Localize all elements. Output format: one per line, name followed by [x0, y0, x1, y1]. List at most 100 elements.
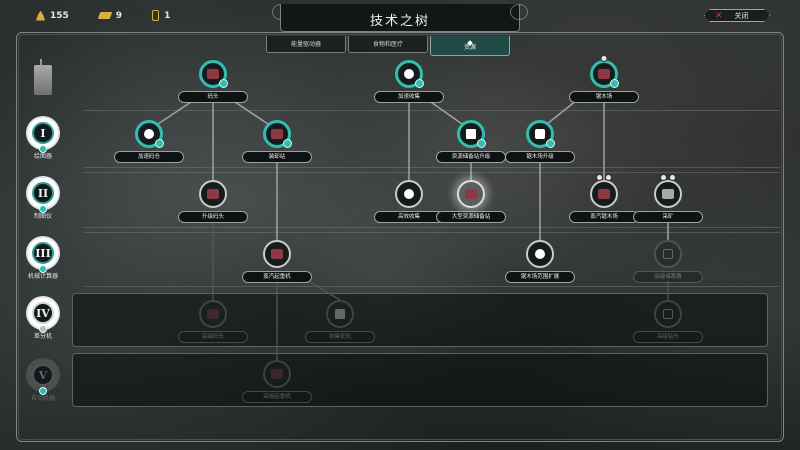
- node-label: 锯木场升级: [505, 151, 575, 163]
- row-divider: [84, 286, 780, 287]
- node-label: 高级钻头: [633, 331, 703, 343]
- dock-icon: [207, 309, 219, 319]
- tech-node-efficient-gathering[interactable]: 高效收集: [374, 180, 444, 223]
- core-count: 1: [164, 10, 171, 21]
- gold-ingot-icon: [97, 12, 113, 19]
- node-label: 资源储备站升级: [436, 151, 506, 163]
- tab-heat[interactable]: 能量驱动器: [266, 36, 346, 53]
- tech-node-large-storage[interactable]: 大型资源储备站: [436, 180, 506, 223]
- worker-icon: [669, 174, 676, 181]
- tier-2[interactable]: II 制图仪: [26, 178, 60, 220]
- tech-node-advanced-drill[interactable]: 高级钻头: [633, 300, 703, 343]
- resource-core: 1: [152, 10, 170, 21]
- gathering-gear-icon: [404, 69, 414, 79]
- plus-icon: [39, 325, 47, 333]
- tier-numeral: IV: [32, 302, 54, 324]
- gear-badge-icon: II: [28, 178, 58, 213]
- tier-label: 机械计算器: [27, 273, 58, 280]
- tier-label: 差分机: [33, 333, 52, 340]
- node-label: 高级储蓄器: [633, 271, 703, 283]
- tier-numeral: V: [32, 364, 54, 386]
- check-icon: [39, 265, 47, 273]
- row-divider: [84, 172, 780, 173]
- category-tabs: 能量驱动器 食物和医疗 资源: [266, 36, 510, 56]
- node-label: 高级起重机: [242, 391, 312, 403]
- tech-node-advanced-storage[interactable]: 高级储蓄器: [633, 240, 703, 283]
- tech-node-steam-sawmill[interactable]: 蒸汽锯木场: [569, 174, 639, 223]
- node-label: 升级码头: [178, 211, 248, 223]
- tree-frame-inner: [18, 34, 782, 440]
- check-icon: [546, 139, 555, 148]
- mine-icon: [662, 189, 674, 199]
- check-icon: [283, 139, 292, 148]
- node-label: 高效收集: [374, 211, 444, 223]
- tier-4[interactable]: IV 差分机: [26, 298, 60, 340]
- tech-node-faster-dock[interactable]: 加速码仓: [114, 120, 184, 163]
- gear-badge-icon: I: [28, 118, 58, 153]
- tech-node-steam-crane[interactable]: 蒸汽起重机: [242, 240, 312, 283]
- storage-building-icon: [465, 189, 477, 199]
- tier-label: 制图仪: [33, 213, 52, 220]
- tech-node-storage-upgrade[interactable]: 资源储备站升级: [436, 120, 506, 163]
- tech-node-upgrade-dock[interactable]: 升级码头: [178, 180, 248, 223]
- gear-badge-icon: IV: [28, 298, 58, 333]
- worker-icon: [605, 174, 612, 181]
- tech-node-advanced-crane[interactable]: 高级起重机: [242, 360, 312, 403]
- worker-icon: [660, 174, 667, 181]
- log-icon: [535, 129, 545, 139]
- check-icon: [39, 205, 47, 213]
- house-plus-icon: [663, 309, 673, 319]
- check-icon: [39, 145, 47, 153]
- close-button[interactable]: ✕ 关闭: [704, 9, 770, 22]
- node-label: 加速收集: [374, 91, 444, 103]
- tree-frame: [16, 32, 784, 442]
- check-icon: [415, 79, 424, 88]
- row-divider: [84, 232, 780, 233]
- node-label: 蒸汽起重机: [242, 271, 312, 283]
- row-divider: [84, 110, 780, 111]
- tab-resources[interactable]: 资源: [430, 36, 510, 56]
- node-label: 收集优化: [305, 331, 375, 343]
- node-label: 锯木场: [569, 91, 639, 103]
- lock-icon: [39, 387, 47, 395]
- tech-node-sawmill-upgrade[interactable]: 锯木场升级: [505, 120, 575, 163]
- close-label: 关闭: [734, 11, 749, 20]
- ember-count: 155: [50, 10, 69, 21]
- check-icon: [219, 79, 228, 88]
- dock-icon: [207, 69, 219, 79]
- tech-node-loading-station[interactable]: 装卸站: [242, 120, 312, 163]
- tech-node-advanced-dock[interactable]: 高级码头: [178, 300, 248, 343]
- sawmill-icon: [598, 69, 610, 79]
- gear-arrows-icon: [144, 129, 154, 139]
- tier-5-row: [72, 353, 768, 407]
- worker-icon: [600, 55, 608, 62]
- check-icon: [610, 79, 619, 88]
- tech-node-mining[interactable]: 采矿: [633, 174, 703, 223]
- node-label: 蒸汽锯木场: [569, 211, 639, 223]
- tier-3[interactable]: III 机械计算器: [26, 238, 60, 280]
- generator-icon: [34, 59, 52, 95]
- resource-gold: 9: [97, 10, 122, 21]
- tech-node-gathering-optimization[interactable]: 收集优化: [305, 300, 375, 343]
- tier-label: 绘图器: [33, 153, 52, 160]
- node-label: 装卸站: [242, 151, 312, 163]
- title-banner: 技术之树: [272, 0, 528, 32]
- tier-4-row: [72, 293, 768, 347]
- tech-node-dock[interactable]: 码头: [178, 60, 248, 103]
- resource-bar: 155 9 1: [36, 10, 170, 21]
- node-label: 码头: [178, 91, 248, 103]
- stacked-crates-icon: [335, 309, 345, 319]
- row-divider: [84, 227, 780, 228]
- tree-range-icon: [535, 249, 545, 259]
- node-label: 高级码头: [178, 331, 248, 343]
- tech-node-faster-gathering[interactable]: 加速收集: [374, 60, 444, 103]
- tech-node-sawmill[interactable]: 锯木场: [569, 55, 639, 103]
- tech-node-sawmill-range[interactable]: 锯木场范围扩展: [505, 240, 575, 283]
- crane-icon: [271, 369, 283, 379]
- dock-icon: [207, 189, 219, 199]
- tab-food-health[interactable]: 食物和医疗: [348, 36, 428, 53]
- node-label: 加速码仓: [114, 151, 184, 163]
- tier-1[interactable]: I 绘图器: [26, 118, 60, 160]
- tier-5[interactable]: V 自动机器: [26, 360, 60, 402]
- page-title: 技术之树: [369, 14, 430, 29]
